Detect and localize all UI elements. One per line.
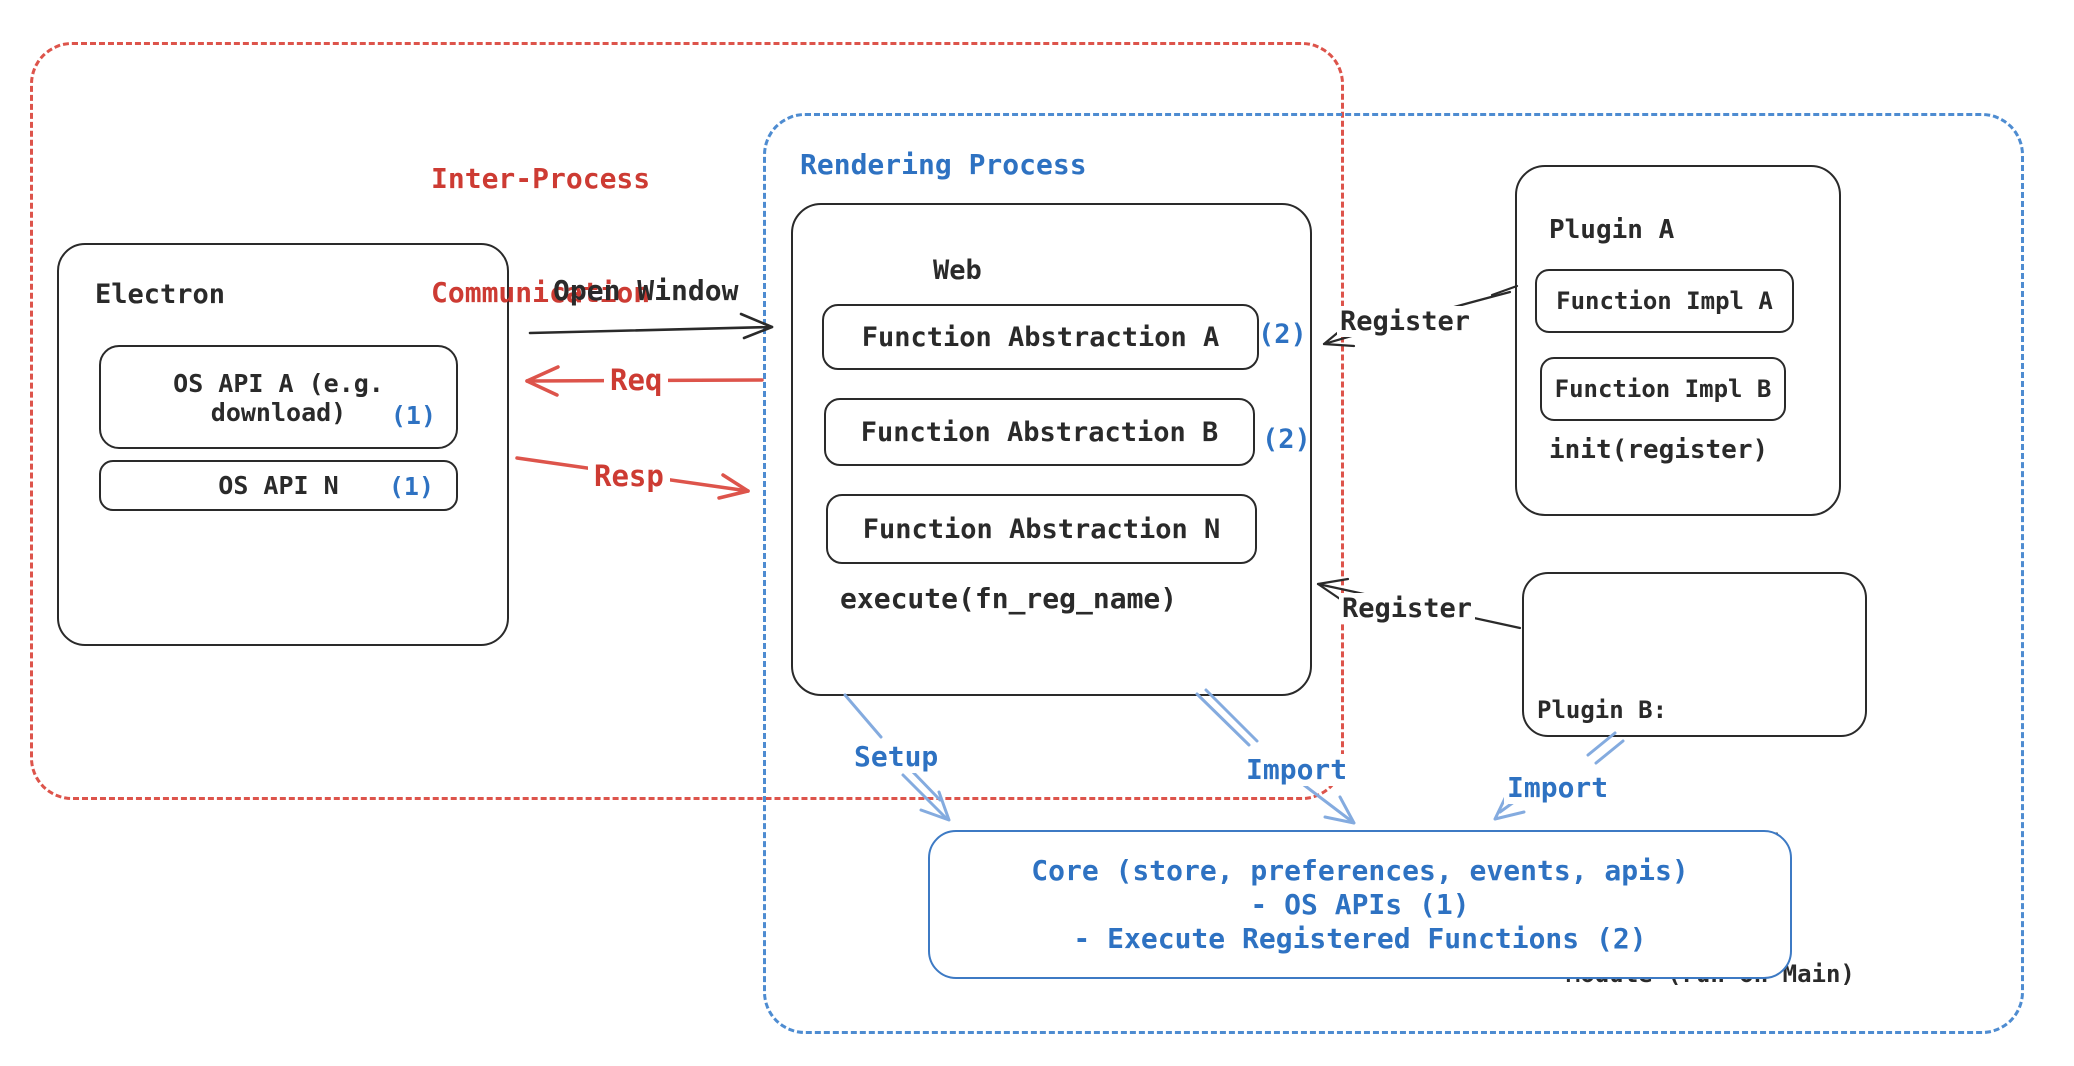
register-a-label: Register: [1337, 306, 1474, 338]
ipc-label-line1: Inter-Process: [431, 162, 651, 195]
electron-title: Electron: [95, 279, 226, 310]
ipc-group-frame: [30, 42, 1344, 800]
function-impl-b-box: Function Impl B: [1540, 357, 1786, 421]
core-item-execute-registered: - Execute Registered Functions (2): [1073, 922, 1647, 955]
os-api-a-badge: (1): [390, 401, 436, 430]
os-api-n-label: OS API N: [218, 471, 339, 500]
os-api-a-box: OS API A (e.g. download) (1): [99, 345, 458, 449]
plugin-a-title: Plugin A: [1549, 215, 1675, 245]
function-abstraction-n-box: Function Abstraction N: [826, 494, 1257, 564]
ipc-group-label: Inter-Process Communication: [431, 84, 650, 388]
core-item-os-apis: - OS APIs (1): [1250, 888, 1470, 921]
function-abstraction-b-badge: (2): [1262, 424, 1311, 455]
import-web-label: Import: [1243, 753, 1351, 787]
plugin-b-box: Plugin B: - Function Impl A - Module (ru…: [1522, 572, 1867, 988]
ipc-label-line2: Communication: [431, 276, 651, 309]
function-abstraction-a-box: Function Abstraction A: [822, 304, 1259, 370]
core-title: Core (store, preferences, events, apis): [1031, 854, 1689, 887]
plugin-a-footer-init: init(register): [1549, 435, 1769, 465]
function-abstraction-a-label: Function Abstraction A: [861, 321, 1220, 353]
function-abstraction-a-badge: (2): [1258, 319, 1307, 350]
web-footer-execute: execute(fn_reg_name): [840, 582, 1178, 615]
core-box: Core (store, preferences, events, apis) …: [928, 830, 1792, 979]
os-api-a-line2: download): [210, 398, 347, 427]
function-abstraction-n-label: Function Abstraction N: [862, 513, 1221, 545]
function-abstraction-b-box: Function Abstraction B: [824, 398, 1255, 466]
import-plugin-label: Import: [1504, 771, 1612, 805]
os-api-a-line1: OS API A (e.g.: [173, 369, 384, 398]
open-window-label: Open Window: [553, 274, 739, 307]
web-box: Web Function Abstraction A (2) Function …: [791, 203, 1312, 696]
req-label: Req: [604, 363, 669, 398]
rendering-process-frame: [763, 113, 2024, 1034]
function-impl-b-label: Function Impl B: [1554, 375, 1772, 403]
plugin-a-box: Plugin A Function Impl A Function Impl B…: [1515, 165, 1841, 516]
function-abstraction-b-label: Function Abstraction B: [860, 416, 1219, 448]
plugin-b-title: Plugin B:: [1537, 696, 1668, 724]
setup-label: Setup: [851, 740, 942, 774]
resp-label: Resp: [588, 459, 670, 494]
os-api-n-box: OS API N (1): [99, 460, 458, 511]
function-impl-a-box: Function Impl A: [1535, 269, 1794, 333]
electron-box: Electron OS API A (e.g. download) (1) OS…: [57, 243, 509, 646]
rendering-process-label: Rendering Process: [800, 148, 1087, 181]
web-title: Web: [933, 255, 982, 286]
register-b-label: Register: [1339, 593, 1476, 625]
os-api-n-badge: (1): [388, 472, 434, 501]
function-impl-a-label: Function Impl A: [1556, 287, 1773, 315]
